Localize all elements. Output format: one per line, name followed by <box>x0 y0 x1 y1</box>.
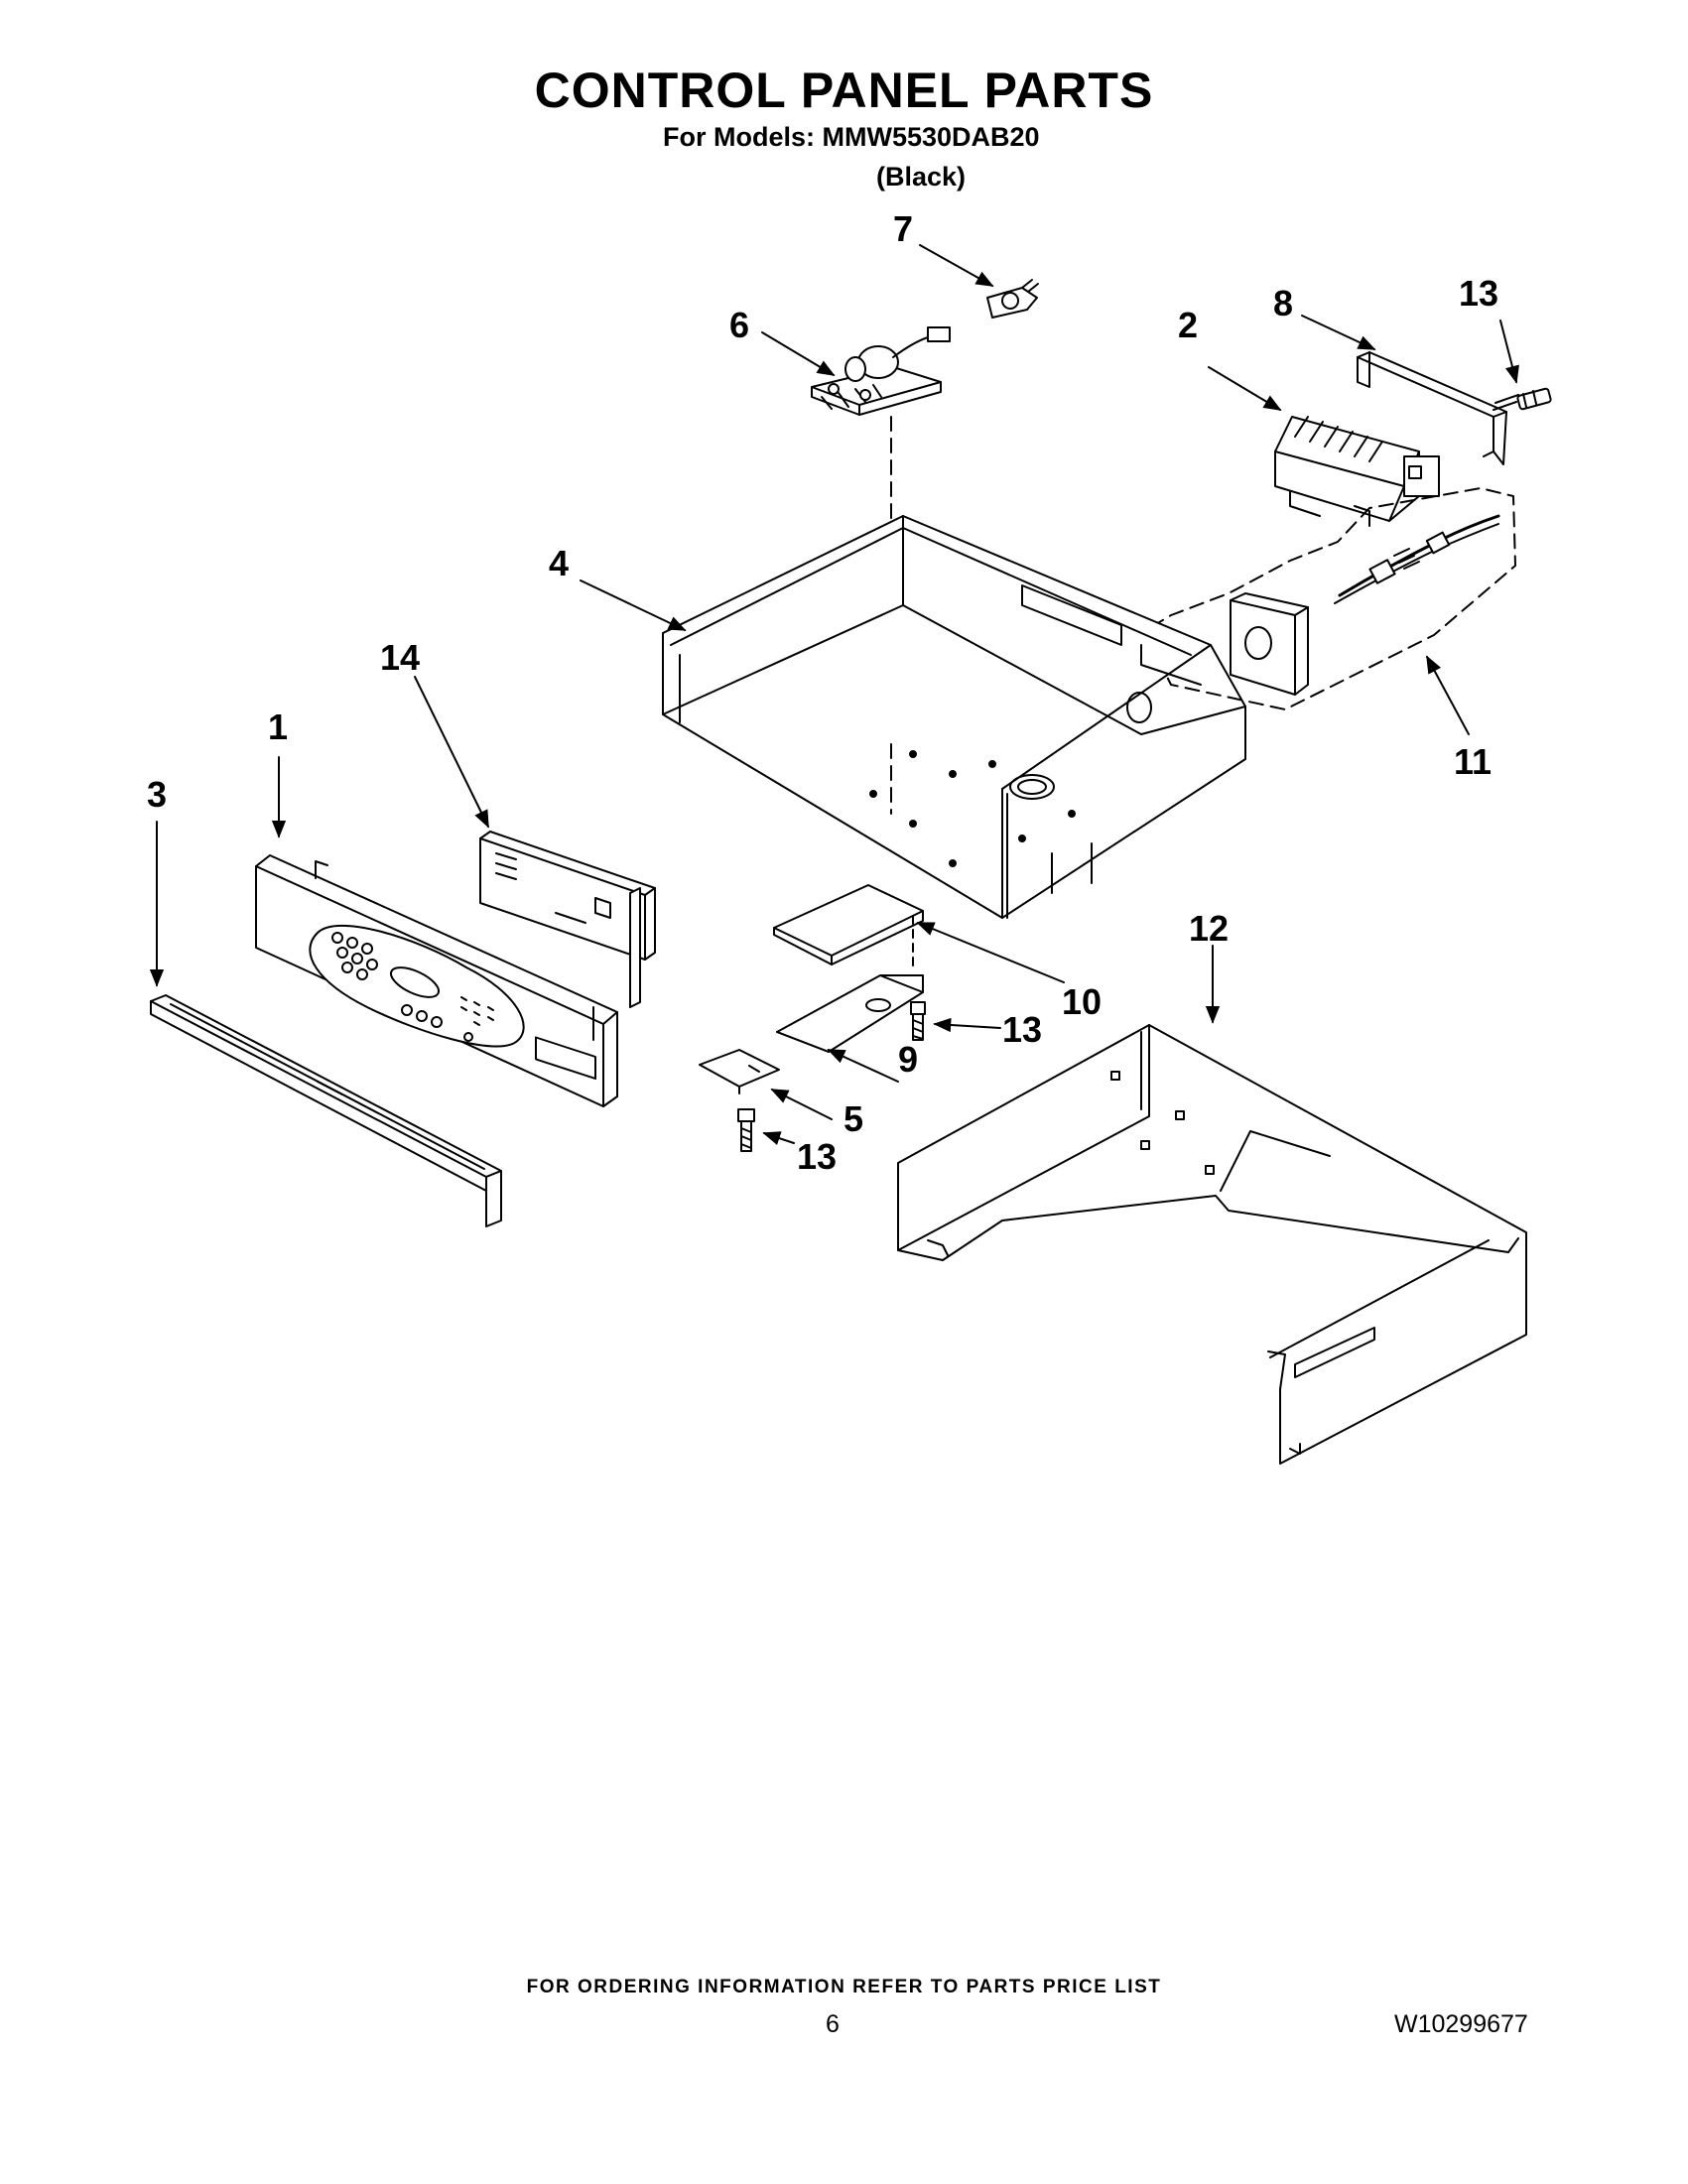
leader-arrows <box>149 244 1519 1145</box>
callout-7: 7 <box>893 208 913 249</box>
part-14-control-board <box>479 831 656 1081</box>
callout-labels: 7 6 8 13 2 4 11 14 1 3 10 13 9 5 13 12 <box>147 208 1498 1177</box>
model-line: For Models: MMW5530DAB20 <box>663 122 1040 152</box>
part-11-harness-group <box>1150 487 1516 710</box>
part-13-screw-middle <box>910 1001 926 1041</box>
part-13-screw-top <box>1493 387 1552 411</box>
callout-1: 1 <box>268 707 288 747</box>
part-10-cover <box>773 884 924 968</box>
part-7-thermal-sensor <box>986 279 1039 319</box>
page-title: CONTROL PANEL PARTS <box>534 63 1154 118</box>
part-8-bracket <box>1357 351 1507 465</box>
callout-3: 3 <box>147 774 167 815</box>
variant-label: (Black) <box>876 162 967 192</box>
callout-4: 4 <box>549 543 569 583</box>
part-2-blower-fan <box>1274 416 1440 527</box>
ordering-note: FOR ORDERING INFORMATION REFER TO PARTS … <box>526 1977 1162 1997</box>
part-4-housing <box>662 515 1246 919</box>
callout-13-middle: 13 <box>1002 1009 1042 1050</box>
callout-6: 6 <box>729 305 749 345</box>
callout-13-top: 13 <box>1459 273 1498 314</box>
part-1-control-panel <box>255 854 618 1107</box>
callout-9: 9 <box>898 1039 918 1080</box>
callout-11: 11 <box>1454 741 1492 782</box>
callout-8: 8 <box>1273 283 1293 323</box>
callout-2: 2 <box>1178 305 1198 345</box>
part-6-sensor-assembly <box>811 326 951 416</box>
callout-5: 5 <box>844 1098 863 1139</box>
page-number: 6 <box>826 2010 840 2038</box>
part-5-clip <box>699 1049 780 1094</box>
part-12-lower-chassis <box>897 1024 1527 1465</box>
part-3-trim-strip <box>150 994 502 1227</box>
callout-12: 12 <box>1189 908 1229 949</box>
callout-13-lower: 13 <box>797 1136 837 1177</box>
part-13-screw-lower <box>737 1108 755 1152</box>
document-number: W10299677 <box>1394 2010 1528 2038</box>
callout-14: 14 <box>380 637 420 678</box>
callout-10: 10 <box>1062 981 1102 1022</box>
part-9-bracket <box>776 974 924 1053</box>
